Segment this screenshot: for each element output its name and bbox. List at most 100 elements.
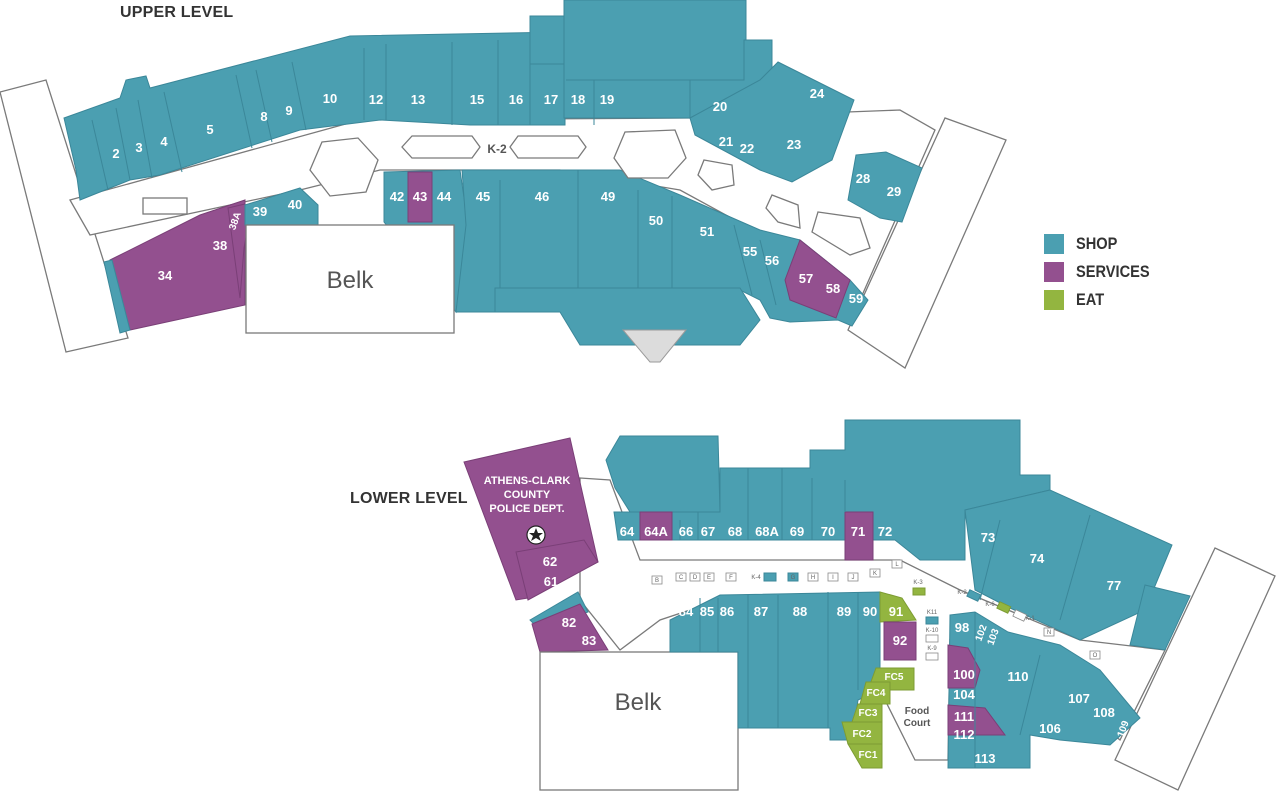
- unit-label[interactable]: 61: [544, 574, 558, 589]
- unit-label[interactable]: 69: [790, 524, 804, 539]
- unit-label[interactable]: 59: [849, 291, 863, 306]
- unit-label[interactable]: 28: [856, 171, 870, 186]
- lower-unit-91[interactable]: [879, 591, 917, 623]
- lower-unit-64a[interactable]: [639, 511, 673, 541]
- unit-label[interactable]: 87: [754, 604, 768, 619]
- unit-label[interactable]: 39: [253, 204, 267, 219]
- kiosk-j[interactable]: [847, 572, 859, 582]
- lower-unit-71[interactable]: [844, 511, 874, 561]
- kiosk-k2[interactable]: [966, 589, 982, 602]
- unit-label[interactable]: 20: [713, 99, 727, 114]
- unit-label[interactable]: 85: [700, 604, 714, 619]
- lower-shop-77-ext[interactable]: [1129, 584, 1191, 651]
- unit-label[interactable]: 51: [700, 224, 714, 239]
- unit-label[interactable]: 82: [562, 615, 576, 630]
- unit-label[interactable]: 108: [1093, 705, 1115, 720]
- unit-label[interactable]: 66: [679, 524, 693, 539]
- unit-label[interactable]: 71: [851, 524, 865, 539]
- upper-left-anchor[interactable]: [0, 79, 129, 353]
- unit-label[interactable]: 43: [413, 189, 427, 204]
- unit-label[interactable]: 9: [285, 103, 292, 118]
- lower-belk-anchor[interactable]: [539, 651, 739, 791]
- kiosk-f[interactable]: [725, 572, 737, 582]
- unit-label[interactable]: 84: [679, 604, 694, 619]
- unit-label[interactable]: 100: [953, 667, 975, 682]
- unit-label[interactable]: 17: [544, 92, 558, 107]
- upper-shop-bottom-block[interactable]: [494, 287, 761, 346]
- unit-label[interactable]: FC2: [853, 729, 872, 740]
- unit-label[interactable]: 89: [837, 604, 851, 619]
- unit-label[interactable]: 29: [887, 184, 901, 199]
- kiosk-o[interactable]: [1089, 650, 1101, 660]
- unit-label[interactable]: 38: [213, 238, 227, 253]
- unit-label[interactable]: 12: [369, 92, 383, 107]
- unit-label[interactable]: 46: [535, 189, 549, 204]
- kiosk-c[interactable]: [675, 572, 687, 582]
- upper-top-shops[interactable]: [63, 31, 566, 201]
- lower-unit-fc1[interactable]: [847, 743, 883, 769]
- lower-unit-92[interactable]: [883, 621, 917, 661]
- upper-unit-43[interactable]: [407, 171, 433, 223]
- unit-label[interactable]: 112: [954, 727, 975, 742]
- upper-shop-cluster-28-29[interactable]: [847, 151, 923, 223]
- unit-label[interactable]: 50: [649, 213, 663, 228]
- unit-label[interactable]: 4: [160, 134, 168, 149]
- unit-label[interactable]: 44: [437, 189, 452, 204]
- unit-label[interactable]: 92: [893, 633, 907, 648]
- lower-unit-61-62[interactable]: [515, 539, 599, 601]
- unit-label[interactable]: 2: [112, 146, 119, 161]
- unit-label[interactable]: 55: [743, 244, 757, 259]
- unit-label[interactable]: 58: [826, 281, 840, 296]
- lower-top-shops[interactable]: [613, 419, 1051, 561]
- legend-item-eat[interactable]: EAT: [1044, 286, 1162, 314]
- unit-label[interactable]: 83: [582, 633, 596, 648]
- unit-label[interactable]: 70: [821, 524, 835, 539]
- lower-unit-100[interactable]: [947, 644, 981, 689]
- unit-label[interactable]: 22: [740, 141, 754, 156]
- unit-label[interactable]: 86: [720, 604, 734, 619]
- unit-label[interactable]: 113: [975, 751, 996, 766]
- unit-label[interactable]: 18: [571, 92, 585, 107]
- unit-label[interactable]: 13: [411, 92, 425, 107]
- unit-label[interactable]: 98: [955, 620, 969, 635]
- unit-label[interactable]: 111: [954, 709, 974, 724]
- unit-label[interactable]: FC1: [859, 750, 878, 761]
- unit-label[interactable]: 42: [390, 189, 404, 204]
- unit-label[interactable]: 106: [1039, 721, 1061, 736]
- legend-item-shop[interactable]: SHOP: [1044, 230, 1162, 258]
- unit-label[interactable]: 88: [793, 604, 807, 619]
- unit-label[interactable]: 72: [878, 524, 892, 539]
- upper-shop-sliver[interactable]: [103, 259, 131, 334]
- kiosk-n[interactable]: [1043, 627, 1055, 637]
- unit-label[interactable]: 19: [600, 92, 614, 107]
- unit-label[interactable]: 49: [601, 189, 615, 204]
- unit-label[interactable]: 64A: [644, 524, 668, 539]
- kiosk-b[interactable]: [651, 575, 663, 585]
- kiosk-k3[interactable]: [912, 587, 926, 596]
- unit-label[interactable]: 110: [1008, 669, 1029, 684]
- unit-label[interactable]: 23: [787, 137, 801, 152]
- unit-label[interactable]: 73: [981, 530, 995, 545]
- kiosk-k11[interactable]: [925, 616, 939, 625]
- unit-label[interactable]: 90: [863, 604, 877, 619]
- lower-shop-73-77[interactable]: [964, 489, 1173, 641]
- unit-label[interactable]: 68: [728, 524, 742, 539]
- unit-label[interactable]: 10: [323, 91, 337, 106]
- lower-unit-111[interactable]: [947, 704, 1006, 736]
- unit-label[interactable]: 21: [719, 134, 733, 149]
- unit-label[interactable]: 40: [288, 197, 302, 212]
- lower-unit-82-83[interactable]: [531, 603, 609, 653]
- kiosk-k9[interactable]: [925, 652, 939, 661]
- unit-label[interactable]: FC5: [885, 672, 904, 683]
- kiosk-h[interactable]: [807, 572, 819, 582]
- kiosk-k6[interactable]: [996, 601, 1012, 614]
- kiosk-g[interactable]: [787, 572, 799, 582]
- unit-label[interactable]: 56: [765, 253, 779, 268]
- kiosk-k[interactable]: [869, 568, 881, 578]
- upper-shop-cluster-20-24[interactable]: [689, 61, 855, 183]
- kiosk-l[interactable]: [891, 559, 903, 569]
- lower-unit-fc4[interactable]: [859, 681, 891, 705]
- unit-label[interactable]: 77: [1107, 578, 1121, 593]
- upper-kiosk-k2-label[interactable]: K-2: [487, 142, 507, 156]
- unit-label[interactable]: 64: [620, 524, 635, 539]
